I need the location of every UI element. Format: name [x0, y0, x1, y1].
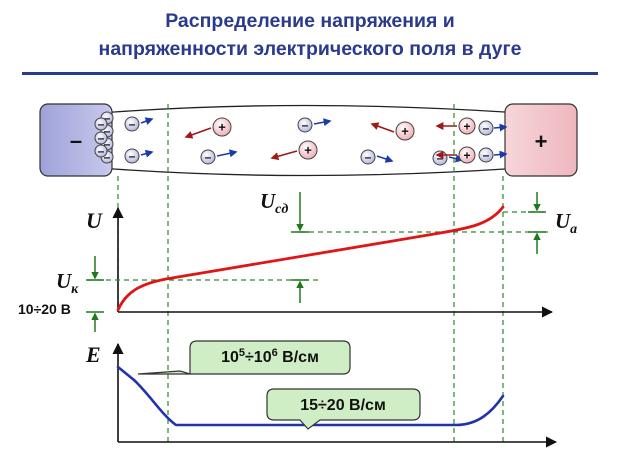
charged-particles: –––––––––––––++++–+–: [94, 111, 508, 166]
svg-text:–: –: [104, 124, 111, 138]
svg-text:–: –: [205, 150, 212, 164]
electron-velocity-arrow: [493, 123, 508, 132]
svg-text:–: –: [129, 117, 136, 131]
column-drop-label: Uсд: [260, 189, 288, 217]
voltage-level-guides: [88, 211, 548, 281]
electron-velocity-arrow: [493, 150, 508, 159]
electron: –: [360, 149, 376, 165]
electron: –: [124, 116, 140, 132]
cathode-surface-electron: –: [94, 144, 108, 158]
high-field-value: 105÷106 В/см: [221, 347, 319, 366]
ion-velocity-arrow: [184, 127, 212, 139]
cathode-electrode: –: [39, 103, 113, 177]
voltage-axes: [112, 206, 554, 318]
svg-text:–: –: [104, 150, 111, 164]
svg-text:–: –: [302, 118, 309, 132]
positive-ion: +: [395, 121, 415, 141]
svg-text:–: –: [98, 117, 105, 131]
anode-electrode: +: [504, 103, 578, 177]
electron-velocity-arrow: [216, 149, 238, 158]
title-underline: [22, 72, 598, 75]
svg-text:–: –: [98, 131, 105, 145]
svg-text:+: +: [304, 143, 312, 158]
arc-channel: [99, 104, 521, 177]
svg-text:+: +: [401, 124, 409, 139]
field-axis-label: E: [85, 342, 101, 367]
cathode-drop-label: Uк: [56, 269, 79, 297]
field-axes: [112, 342, 558, 448]
column-drop-subscript: сд: [275, 202, 288, 217]
electron: –: [432, 150, 448, 166]
svg-text:–: –: [483, 121, 490, 135]
svg-text:+: +: [218, 120, 226, 135]
anode-drop-subscript: а: [570, 222, 577, 237]
title-line-1: Распределение напряжения и: [165, 10, 455, 32]
voltage-drop-arrows: [86, 192, 546, 332]
svg-text:–: –: [129, 149, 136, 163]
electron-velocity-arrow: [376, 155, 394, 163]
anode-region-electron: –: [478, 120, 494, 136]
cathode-drop-value: 10÷20 В: [18, 301, 71, 317]
anode-drop-label: Uа: [555, 209, 577, 237]
field-curve: [116, 365, 505, 427]
electron: –: [200, 149, 216, 165]
svg-text:–: –: [104, 111, 111, 125]
anode-region-electron: –: [478, 147, 494, 163]
cathode-surface-electron: –: [94, 131, 108, 145]
ion-velocity-arrow: [370, 122, 395, 133]
electron-velocity-arrow: [140, 149, 154, 158]
svg-text:–: –: [437, 151, 444, 165]
svg-text:+: +: [463, 120, 470, 134]
anode-sign: +: [535, 129, 548, 154]
high-field-callout: 105÷106 В/см: [137, 340, 351, 375]
anode-region-ion: +: [458, 146, 476, 164]
low-field-callout: 15÷20 В/см: [266, 388, 421, 430]
svg-text:–: –: [483, 148, 490, 162]
positive-ion: +: [298, 140, 318, 160]
voltage-curve: [116, 205, 505, 312]
svg-text:–: –: [104, 137, 111, 151]
electron-velocity-arrow: [140, 117, 154, 125]
cathode-drop-subscript: к: [71, 282, 79, 297]
anode-region-ion: +: [458, 117, 476, 135]
title-line-2: напряженности электрического поля в дуге: [98, 38, 522, 60]
ion-velocity-arrow: [270, 150, 298, 161]
electron: –: [124, 148, 140, 164]
electron-velocity-arrow: [313, 118, 332, 127]
low-field-value: 15÷20 В/см: [300, 397, 386, 414]
voltage-axis-label: U: [86, 208, 103, 233]
electron: –: [297, 117, 313, 133]
svg-text:–: –: [98, 144, 105, 158]
cathode-sign: –: [70, 128, 82, 153]
svg-text:+: +: [463, 149, 470, 163]
cathode-surface-electron: –: [94, 117, 108, 131]
positive-ion: +: [212, 117, 232, 137]
svg-text:–: –: [365, 150, 372, 164]
